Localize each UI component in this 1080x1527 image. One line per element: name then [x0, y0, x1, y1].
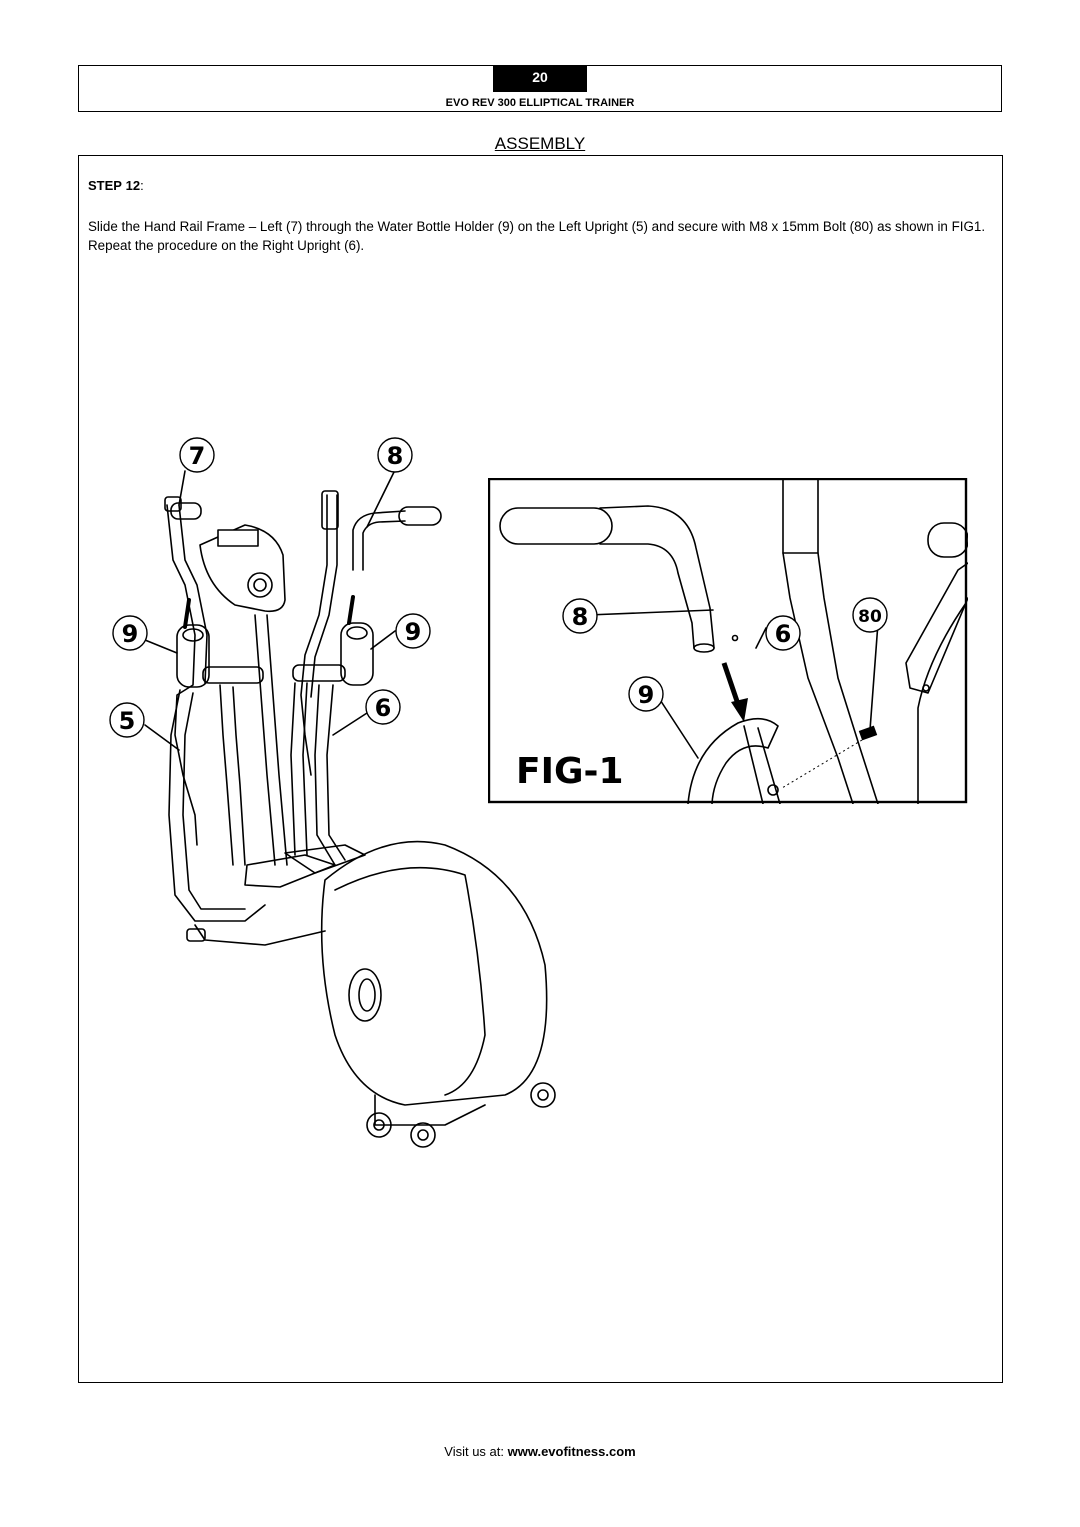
callout-9-right: 9: [405, 618, 422, 646]
step-heading: STEP 12:: [88, 178, 144, 193]
content-box: STEP 12: Slide the Hand Rail Frame – Lef…: [78, 155, 1003, 1383]
fig-1-frame: [488, 478, 968, 804]
fig-1-detail: 8 6 9 80 FIG-1: [488, 478, 968, 804]
footer-prefix: Visit us at:: [444, 1444, 508, 1459]
elliptical-trainer-illustration: 7 8 9 9 5 6: [109, 437, 556, 1148]
callout-80: 80: [858, 607, 882, 627]
callout-circle: [852, 597, 888, 633]
step-instructions: Slide the Hand Rail Frame – Left (7) thr…: [88, 219, 986, 253]
callout-circle: [628, 676, 664, 712]
callout-circle: [109, 702, 145, 738]
callout-circle: [179, 437, 215, 473]
callout-circle: [765, 615, 801, 651]
callout-8: 8: [572, 603, 589, 631]
callout-circle: [112, 615, 148, 651]
website-link[interactable]: www.evofitness.com: [507, 1444, 636, 1459]
section-title: ASSEMBLY: [494, 134, 586, 153]
step-suffix: :: [140, 178, 144, 193]
callout-9: 9: [638, 681, 655, 709]
callout-6: 6: [375, 694, 392, 722]
fig-1-title: FIG-1: [516, 751, 624, 792]
page-header: 20 EVO REV 300 ELLIPTICAL TRAINER: [78, 65, 1002, 112]
callout-9-left: 9: [122, 620, 139, 648]
callout-8: 8: [387, 442, 404, 470]
callout-5: 5: [119, 707, 136, 735]
callout-7: 7: [189, 442, 206, 470]
document-title: EVO REV 300 ELLIPTICAL TRAINER: [445, 97, 635, 109]
callout-circle: [365, 689, 401, 725]
page-number: 20: [493, 66, 587, 92]
callout-6: 6: [775, 620, 792, 648]
step-number: 12: [125, 178, 141, 193]
callout-circle: [395, 613, 431, 649]
callout-circle: [562, 598, 598, 634]
callout-circle: [377, 437, 413, 473]
footer: Visit us at: www.evofitness.com: [0, 1444, 1080, 1459]
step-label: STEP: [88, 178, 122, 193]
